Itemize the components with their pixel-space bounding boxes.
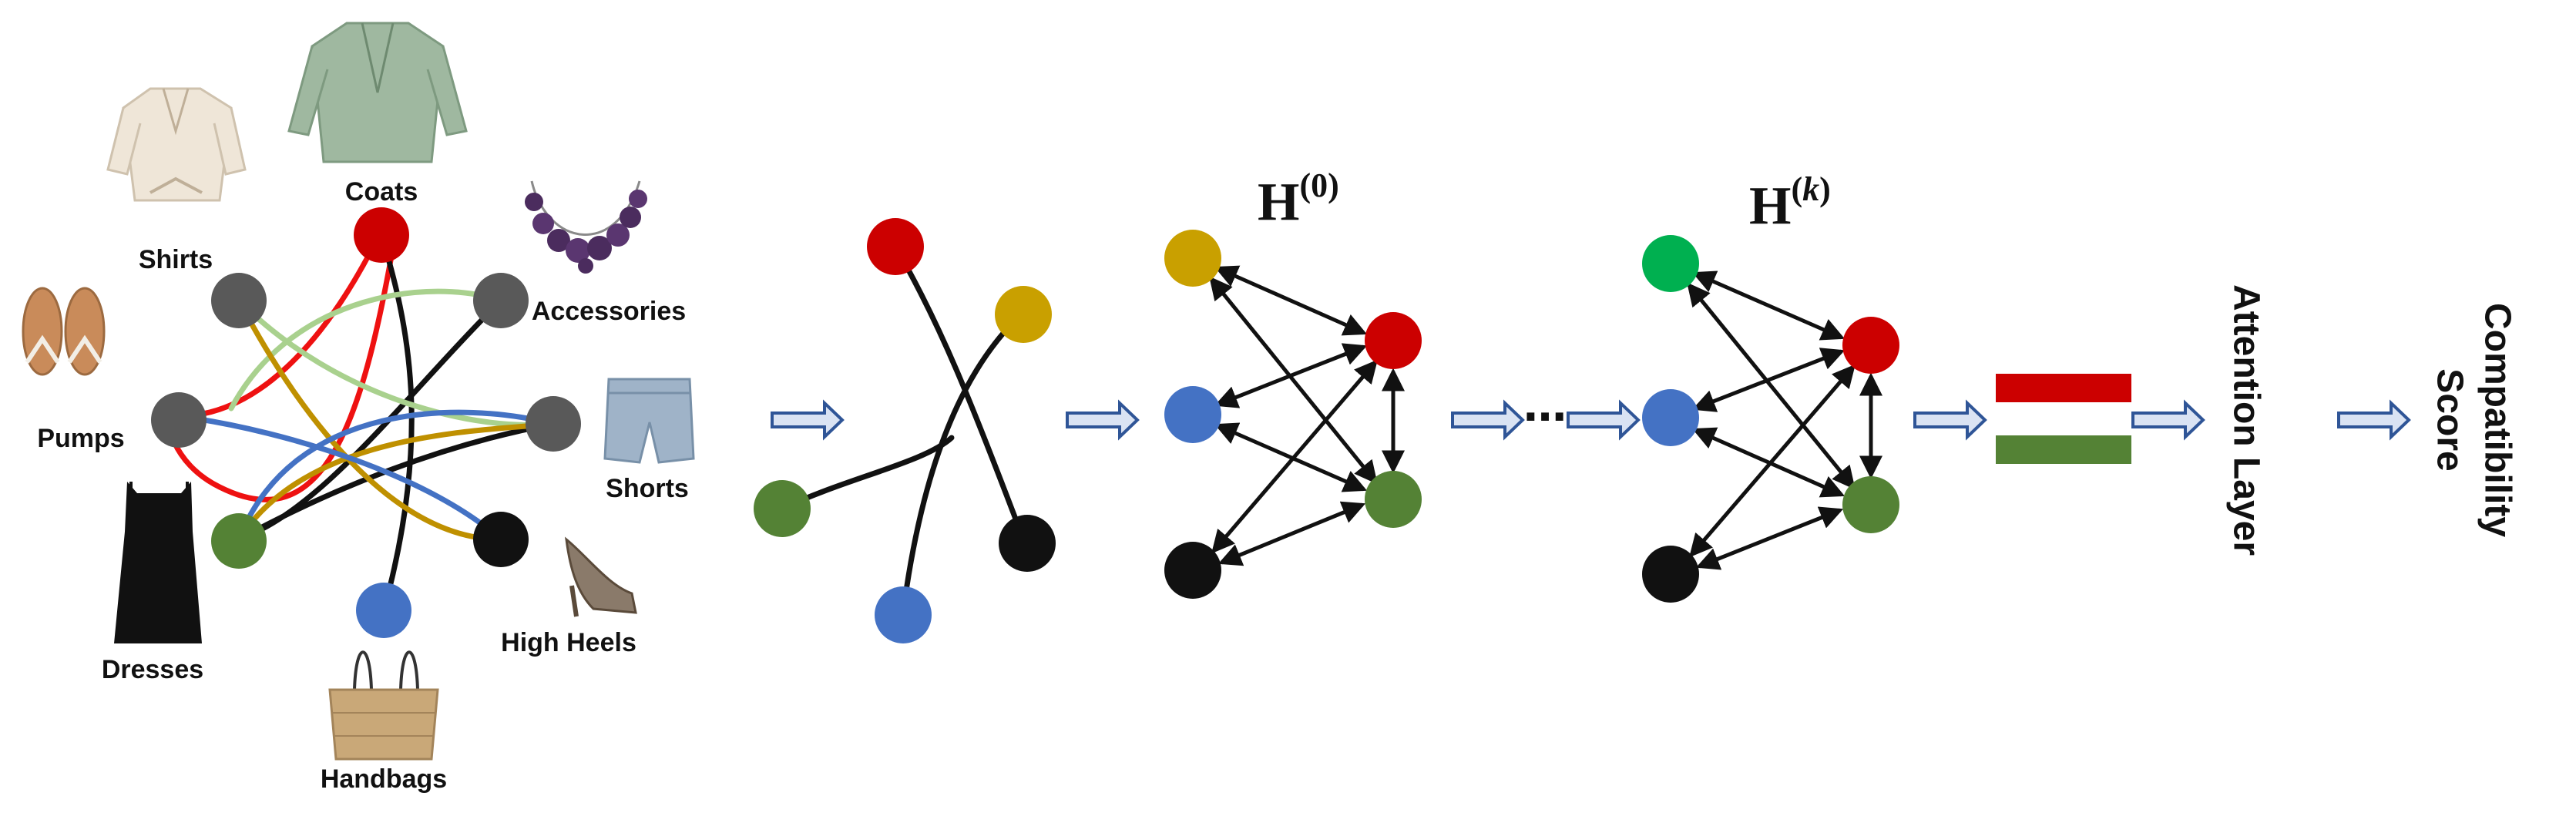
node-red [867,218,924,275]
h0-node-green [1365,471,1422,528]
high-heel-icon [565,536,637,617]
label-pumps: Pumps [37,424,124,453]
node-shirts [211,273,267,328]
outfit-graph-panel: Coats Shirts Accessories Pumps Shorts Dr… [22,22,695,794]
edge-dresses-shorts [236,421,556,543]
hk-node-black [1642,546,1699,603]
coat-icon [287,22,468,163]
hk-superscript-var: k [1802,170,1819,208]
flow-arrow-1 [771,399,845,441]
node-black [999,515,1056,572]
dress-icon [114,482,202,643]
flow-arrow-5 [1913,399,1987,441]
shirt-icon [106,87,247,202]
h0-node-black [1164,542,1221,599]
hk-edge-green-green [1687,282,1856,490]
hk-edge-green-red [1691,270,1846,341]
label-high-heels: High Heels [501,628,636,657]
h0-edge-gold-red [1214,265,1368,336]
compatibility-score-line2: Score [2429,368,2470,471]
hk-node-bright-green [1642,235,1699,292]
h0-label: H(0) [1258,166,1339,232]
extracted-graph-panel [754,218,1056,643]
hk-edge-blue-red [1691,348,1846,412]
h0-edge-blue-green [1214,422,1368,492]
node-accessories [473,273,529,328]
h0-edge-blue-red [1214,343,1368,408]
edge-pumps-highheels [176,413,504,543]
h0-edge-black-red [1211,359,1378,554]
h0-graph-panel: H(0) [1164,166,1422,599]
label-coats: Coats [345,177,418,207]
hk-main: H [1749,176,1791,236]
handbag-icon [328,650,439,761]
ellipsis: ⋯ [1523,392,1567,442]
h0-main: H [1258,173,1299,232]
compatibility-score-label: Compatibility Score [2429,303,2517,537]
graph-embedding-bars [1996,374,2131,464]
h0-node-gold [1164,230,1221,287]
hk-superscript-open: ( [1791,170,1802,208]
h0-edge-gold-green [1209,276,1378,485]
edge-dresses-shorts-blue [236,409,556,543]
hk-node-blue [1642,389,1699,446]
node-pumps [151,392,207,448]
hk-edge-black-green [1695,506,1844,570]
node-gold [995,286,1052,343]
h0-node-blue [1164,386,1221,443]
edge-pumps-accessories [228,288,504,412]
label-shorts: Shorts [606,474,689,503]
label-accessories: Accessories [532,297,686,326]
necklace-icon [525,180,647,274]
node-green [754,480,811,537]
h0-superscript: (0) [1299,166,1338,204]
h0-edge-black-green [1217,501,1366,566]
edge-coats-handbags [378,232,415,608]
edge-red-black [892,244,1028,546]
node-highheels [473,512,529,567]
attention-layer-label: Attention Layer [2225,284,2266,556]
hk-label: H(k) [1749,170,1831,236]
compatibility-score-line1: Compatibility [2477,303,2517,537]
sandals-icon [22,287,106,376]
hk-graph-panel: H(k) [1642,170,1899,603]
node-coats [354,207,409,263]
embedding-bar-red [1996,374,2131,402]
hk-node-red [1842,317,1899,374]
node-blue [875,586,932,643]
edge-gold-blue [900,311,1024,616]
flow-arrow-6 [2131,399,2205,441]
edge-pumps-coats [176,232,382,419]
label-dresses: Dresses [102,655,203,684]
flow-arrow-2 [1066,399,1140,441]
flow-arrow-3 [1451,399,1525,441]
hk-edge-black-red [1689,364,1856,558]
node-dresses [211,513,267,569]
shorts-icon [603,378,695,464]
outfit-graph-edges [166,232,556,608]
hk-superscript-close: ) [1819,170,1831,208]
embedding-bar-green [1996,435,2131,464]
label-handbags: Handbags [321,764,447,794]
h0-node-red [1365,312,1422,369]
label-shirts: Shirts [139,245,213,274]
node-handbags [356,583,411,638]
hk-node-green [1842,476,1899,533]
flow-arrow-4 [1567,399,1641,441]
flow-arrow-7 [2337,399,2411,441]
node-shorts [526,396,581,452]
edge-shirts-highheels [236,297,504,543]
